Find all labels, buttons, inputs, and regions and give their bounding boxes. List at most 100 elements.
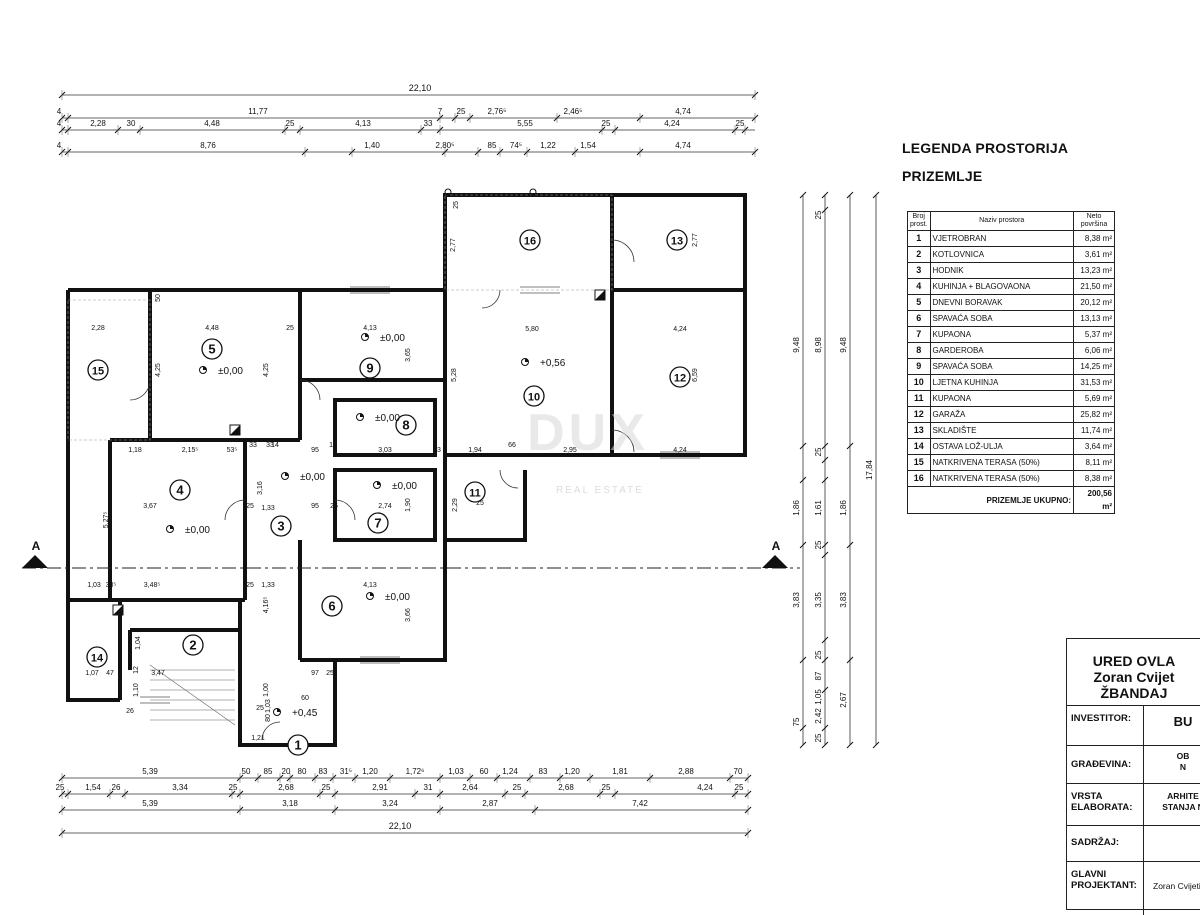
dimension-label: 2,42 — [814, 708, 823, 724]
room-number-7: 7 — [374, 516, 381, 531]
investitor-label: INVESTITOR: — [1071, 713, 1131, 724]
dimension-label: 2,87 — [482, 799, 498, 808]
inner-dimension: 1,03 — [265, 699, 272, 713]
legend-cell-num: 4 — [907, 278, 931, 295]
dimension-label: 31⁵ — [340, 767, 352, 776]
dimension-label: 9,48 — [839, 337, 848, 353]
legend-cell-area: 8,11 m² — [1073, 454, 1115, 471]
room-number-2: 2 — [189, 638, 196, 653]
office-line-1: URED OVLA — [1092, 653, 1176, 669]
inner-dimension: 4,16⁵ — [263, 597, 270, 614]
inner-dimension: 1,10 — [133, 683, 140, 697]
legend-cell-num: 16 — [907, 470, 931, 487]
legend-cell-area: 3,64 m² — [1073, 438, 1115, 455]
room-marker-10 — [523, 385, 545, 407]
dimension-label: 25 — [457, 107, 466, 116]
inner-dimension: 1,03 — [87, 582, 101, 589]
gradevina-label: GRAĐEVINA: — [1071, 759, 1132, 770]
glavni-row: GLAVNI PROJEKTANT: Zoran Cvijetin — [1067, 861, 1200, 901]
dimension-tick — [799, 191, 807, 199]
inner-dimension: 1,00 — [263, 683, 270, 697]
dimension-tick — [846, 656, 854, 664]
legend-cell-num: 10 — [907, 374, 931, 391]
dimension-tick — [821, 191, 829, 199]
room-number-3: 3 — [277, 519, 284, 534]
room-marker-13 — [666, 229, 688, 251]
room-number-9: 9 — [366, 361, 373, 376]
dimension-label: 85 — [488, 141, 497, 150]
dimension-label: 1,72⁶ — [406, 767, 425, 776]
legend-total-area: 200,56 m² — [1073, 486, 1115, 514]
dimension-label: 70 — [734, 767, 743, 776]
room-level-8: ±0,00 — [375, 413, 400, 424]
dimension-label: 25 — [814, 650, 823, 659]
dimension-label: 25 — [229, 783, 238, 792]
level-marker-fill — [525, 358, 529, 362]
dimension-label: 1,22 — [540, 141, 556, 150]
level-marker-fill — [370, 592, 374, 596]
inner-dimension: 1,90 — [405, 498, 412, 512]
dimension-label: 1,81 — [612, 767, 628, 776]
room-marker-11 — [464, 481, 486, 503]
inner-dimension: 97 — [311, 670, 319, 677]
dimension-label: 2,76⁵ — [488, 107, 507, 116]
dimension-label: 25 — [286, 119, 295, 128]
column — [529, 188, 537, 196]
office-line-2: Zoran Cvijet — [1093, 669, 1175, 685]
room-marker-14 — [86, 646, 108, 668]
legend-cell-area: 3,61 m² — [1073, 246, 1115, 263]
legend-cell-name: DNEVNI BORAVAK — [929, 294, 1074, 311]
dimension-label: 4 — [57, 119, 62, 128]
legend-cell-area: 8,38 m² — [1073, 470, 1115, 487]
dimension-label: 1,54 — [580, 141, 596, 150]
legend-subtitle: PRIZEMLJE — [902, 168, 983, 184]
inner-dimension: 25 — [326, 670, 334, 677]
legend-cell-num: 11 — [907, 390, 931, 407]
dimension-label: 25 — [513, 783, 522, 792]
level-marker-fill — [365, 333, 369, 337]
dimension-tick — [821, 724, 829, 732]
door-swing — [334, 499, 356, 521]
dimension-label: 3,83 — [839, 592, 848, 608]
dimension-tick — [799, 724, 807, 732]
dimension-label: 26 — [112, 783, 121, 792]
office-header: URED OVLA Zoran Cvijet ŽBANDAJ — [1067, 639, 1200, 706]
legend-cell-name: SPAVAĆA SOBA — [929, 358, 1074, 375]
legend-cell-name: KUHINJA + BLAGOVAONA — [929, 278, 1074, 295]
dimension-label: 4,74 — [675, 107, 691, 116]
room-marker-7 — [367, 512, 389, 534]
inner-dimension: 12 — [133, 666, 140, 674]
dimension-label: 5,55 — [517, 119, 533, 128]
legend-cell-num: 6 — [907, 310, 931, 327]
inner-dimension: 1,94 — [468, 447, 482, 454]
watermark-logo: DUX — [527, 404, 649, 462]
inner-dimension: 4,24 — [673, 326, 687, 333]
glavni-label-1: GLAVNI — [1071, 869, 1107, 880]
stair-line — [149, 664, 236, 726]
dimension-label: 1,86 — [792, 500, 801, 516]
inner-dimension: 4,48 — [205, 325, 219, 332]
outer-wall-west-lower — [66, 440, 120, 702]
title-block-divider — [1143, 705, 1144, 915]
room-marker-9 — [359, 357, 381, 379]
dimension-tick — [821, 636, 829, 644]
dimension-label: 33 — [424, 119, 433, 128]
legend-cell-area: 31,53 m² — [1073, 374, 1115, 391]
room-level-10: +0,56 — [540, 358, 566, 369]
dimension-label: 1,40 — [364, 141, 380, 150]
chimney-fill — [113, 605, 123, 615]
inner-dimension: 95 — [311, 447, 319, 454]
dimension-label: 2,68 — [558, 783, 574, 792]
inner-dimension: 1,33 — [261, 505, 275, 512]
inner-dimension: 2,77 — [450, 238, 457, 252]
dimension-label: 2,91 — [372, 783, 388, 792]
level-marker-fill — [203, 366, 207, 370]
dimension-label: 25 — [602, 783, 611, 792]
